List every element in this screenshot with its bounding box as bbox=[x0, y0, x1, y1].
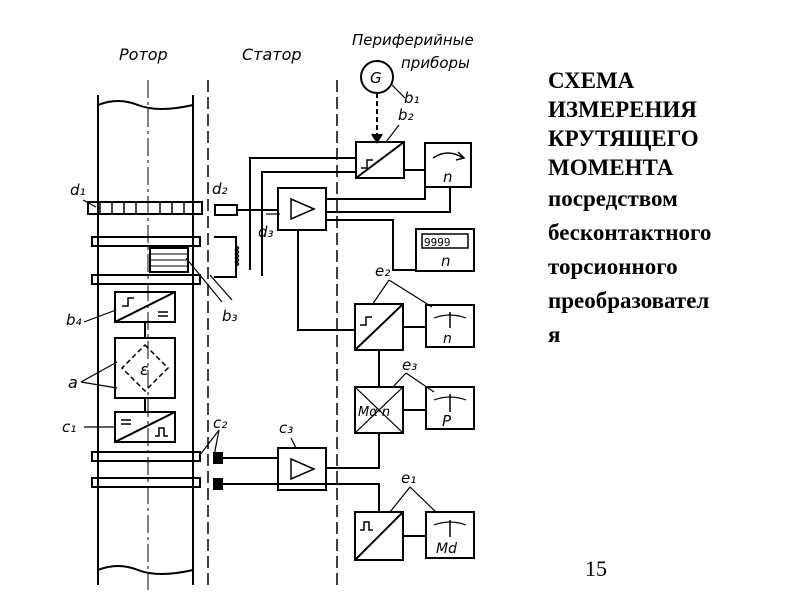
label-b2: b₂ bbox=[398, 106, 414, 124]
label-e3: e₃ bbox=[402, 356, 417, 374]
column-peripheral-2: приборы bbox=[401, 54, 470, 72]
multiplier-label: Mα·n bbox=[358, 405, 390, 420]
counter-n-label: n bbox=[441, 252, 451, 270]
label-e1: e₁ bbox=[401, 469, 416, 487]
label-b3: b₃ bbox=[222, 307, 238, 325]
generator-letter: G bbox=[370, 69, 382, 87]
c2-ring-1 bbox=[91, 451, 201, 462]
title-line: торсионного bbox=[548, 254, 678, 279]
ring-2 bbox=[91, 274, 201, 285]
meter-n-label: n bbox=[443, 168, 453, 186]
meter-p bbox=[425, 386, 475, 430]
title-line: МОМЕНТА bbox=[548, 155, 674, 180]
ring-1 bbox=[91, 236, 201, 247]
b2-converter bbox=[355, 141, 405, 179]
label-d1: d₁ bbox=[70, 181, 86, 199]
title-line: КРУТЯЩЕГО bbox=[548, 126, 699, 151]
label-c2: c₂ bbox=[213, 414, 227, 432]
title-line: СХЕМА bbox=[548, 68, 635, 93]
label-a: a bbox=[68, 373, 78, 392]
label-d2: d₂ bbox=[212, 180, 228, 198]
b3-stator-yoke bbox=[214, 236, 237, 278]
title-line: ИЗМЕРЕНИЯ bbox=[548, 97, 697, 122]
label-e2: e₂ bbox=[375, 262, 390, 280]
title-line: я bbox=[548, 322, 561, 347]
c2-brush-1 bbox=[213, 452, 223, 464]
shaft-break-bottom bbox=[97, 565, 194, 575]
title-line: бесконтактного bbox=[548, 220, 712, 245]
title-line: посредством bbox=[548, 186, 678, 211]
counter-digits: 9999 bbox=[424, 236, 451, 249]
torque-measurement-diagram: Ротор Статор Периферийные приборы d₁ d₂ … bbox=[62, 31, 475, 590]
c2-ring-2 bbox=[91, 477, 201, 488]
meter-n bbox=[424, 142, 472, 188]
d1-toothed-ring bbox=[87, 201, 203, 215]
column-rotor: Ротор bbox=[119, 45, 168, 64]
meter2-n-label: n bbox=[443, 331, 452, 347]
bridge-label: ε bbox=[140, 360, 149, 379]
slide-number: 15 bbox=[585, 556, 607, 581]
label-d3: d₃ bbox=[258, 223, 274, 241]
d3-amplifier bbox=[277, 187, 327, 231]
d2-pickup bbox=[214, 204, 238, 216]
label-b1: b₁ bbox=[404, 89, 420, 107]
label-c3: c₃ bbox=[279, 419, 293, 437]
column-peripheral-1: Периферийные bbox=[352, 31, 474, 49]
label-b4: b₄ bbox=[66, 311, 82, 329]
c2-brush-2 bbox=[213, 478, 223, 490]
meter-md-label: Md bbox=[436, 541, 457, 557]
column-stator: Статор bbox=[242, 45, 302, 64]
title-line: преобразовател bbox=[548, 288, 710, 313]
counter bbox=[415, 228, 475, 272]
slide-title: СХЕМА ИЗМЕРЕНИЯ КРУТЯЩЕГО МОМЕНТА посред… bbox=[548, 66, 788, 352]
shaft-break-top bbox=[97, 100, 194, 110]
meter-p-label: P bbox=[442, 412, 452, 430]
label-c1: c₁ bbox=[62, 418, 76, 436]
